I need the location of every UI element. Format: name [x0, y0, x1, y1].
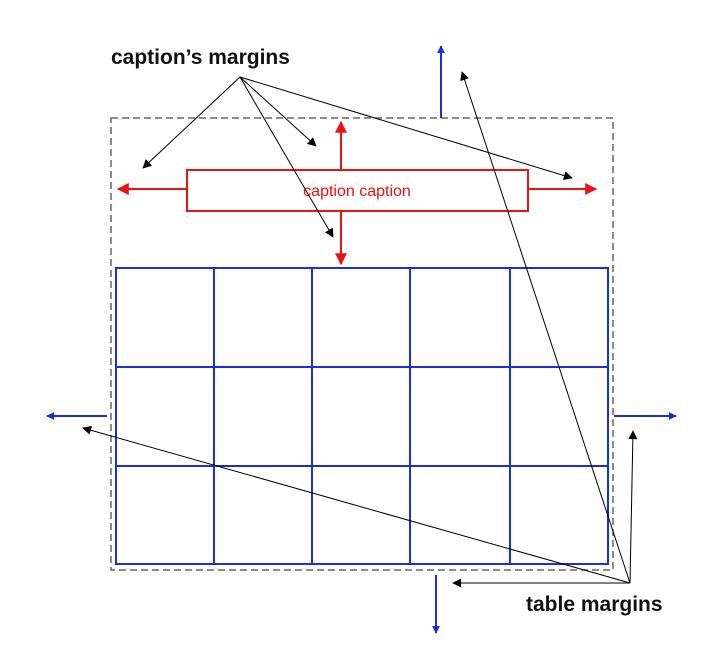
table-margins-label: table margins [526, 593, 663, 616]
caption-margins-label: caption’s margins [111, 46, 290, 69]
caption-margins-pointers [142, 76, 573, 238]
pointer-arrow [239, 76, 334, 238]
pointer-arrow [239, 76, 573, 180]
table-outer-border [115, 267, 609, 565]
caption-text: caption caption [303, 183, 411, 200]
table-grid [115, 267, 609, 565]
caption-box [186, 169, 529, 212]
pointer-arrow [142, 76, 241, 169]
pointer-arrow [239, 76, 317, 147]
table-margin-arrows [46, 45, 677, 634]
pointer-arrow [82, 425, 631, 584]
table-wrapper-dashed-box [110, 117, 614, 571]
pointer-arrow [460, 71, 631, 584]
table-margins-pointers [82, 71, 638, 588]
caption-margin-arrows [116, 120, 598, 266]
pointer-arrow [628, 430, 638, 584]
